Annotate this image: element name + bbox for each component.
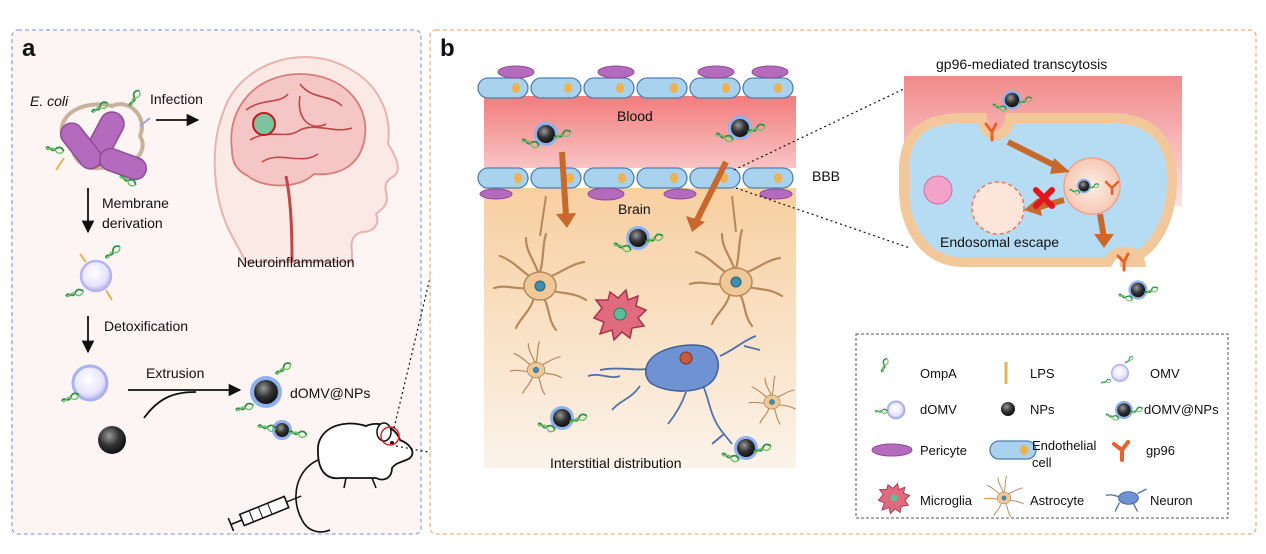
legend-label-domv: dOMV xyxy=(920,402,957,417)
zoom-line-inset-bottom xyxy=(735,187,911,249)
legend-label-lps: LPS xyxy=(1030,366,1055,381)
legend-label-gp96: gp96 xyxy=(1146,443,1175,458)
ecoli-label: E. coli xyxy=(30,93,69,109)
interstitial-label: Interstitial distribution xyxy=(550,455,682,471)
product-label: dOMV@NPs xyxy=(290,385,370,401)
legend-label-endothelial-cell: cell xyxy=(1032,455,1052,470)
neuron-cell xyxy=(587,335,761,445)
endothelial-row-bbb xyxy=(477,167,794,201)
omv-illustration xyxy=(64,243,123,301)
transcytosis-inset xyxy=(899,76,1182,302)
extrusion-label: Extrusion xyxy=(146,365,204,381)
bbb-label: BBB xyxy=(812,168,840,184)
membrane-label-1: Membrane xyxy=(102,195,169,211)
bbb-crossing-arrows xyxy=(556,151,729,232)
panel-b-letter: b xyxy=(440,35,455,62)
np-illustration xyxy=(98,426,126,454)
neuroinflammation-label: Neuroinflammation xyxy=(237,254,355,270)
transcytosis-title: gp96-mediated transcytosis xyxy=(936,56,1107,72)
domv-illustration xyxy=(60,364,109,405)
astrocyte-endfoot-right xyxy=(731,195,737,233)
legend-label-omv: OMV xyxy=(1150,366,1180,381)
legend-label-neuron: Neuron xyxy=(1150,493,1193,508)
legend-label-ompa: OmpA xyxy=(920,366,957,381)
blood-label: Blood xyxy=(617,108,653,124)
membrane-label-2: derivation xyxy=(102,215,163,231)
brain-label: Brain xyxy=(618,201,651,217)
panel-a-letter: a xyxy=(22,35,36,62)
legend-label-nps: NPs xyxy=(1030,402,1055,417)
domv-nps-product xyxy=(234,360,309,440)
legend-labels: OmpA LPS OMV dOMV NPs dOMV@NPs Pericyte … xyxy=(920,366,1219,508)
legend-box xyxy=(855,333,1229,519)
microglia-cell xyxy=(592,288,648,342)
legend-label-microglia: Microglia xyxy=(920,493,973,508)
legend-label-domv-nps: dOMV@NPs xyxy=(1144,402,1219,417)
endosomal-label: Endosomal escape xyxy=(940,234,1059,250)
infection-label: Infection xyxy=(150,91,203,107)
head-brain-illustration xyxy=(213,56,399,263)
legend-label-pericyte: Pericyte xyxy=(920,443,967,458)
ecoli-cluster-illustration: E. coli xyxy=(30,88,151,189)
extrusion-curve xyxy=(143,391,197,419)
legend-label-endothelial: Endothelial xyxy=(1032,438,1096,453)
legend-icons xyxy=(871,354,1147,517)
endothelial-row-top xyxy=(477,65,794,99)
astrocyte-endfoot-left xyxy=(539,195,547,237)
legend-label-astrocyte: Astrocyte xyxy=(1030,493,1084,508)
detox-label: Detoxification xyxy=(104,318,188,334)
syringe-illustration xyxy=(227,495,302,532)
mouse-illustration xyxy=(295,422,414,533)
